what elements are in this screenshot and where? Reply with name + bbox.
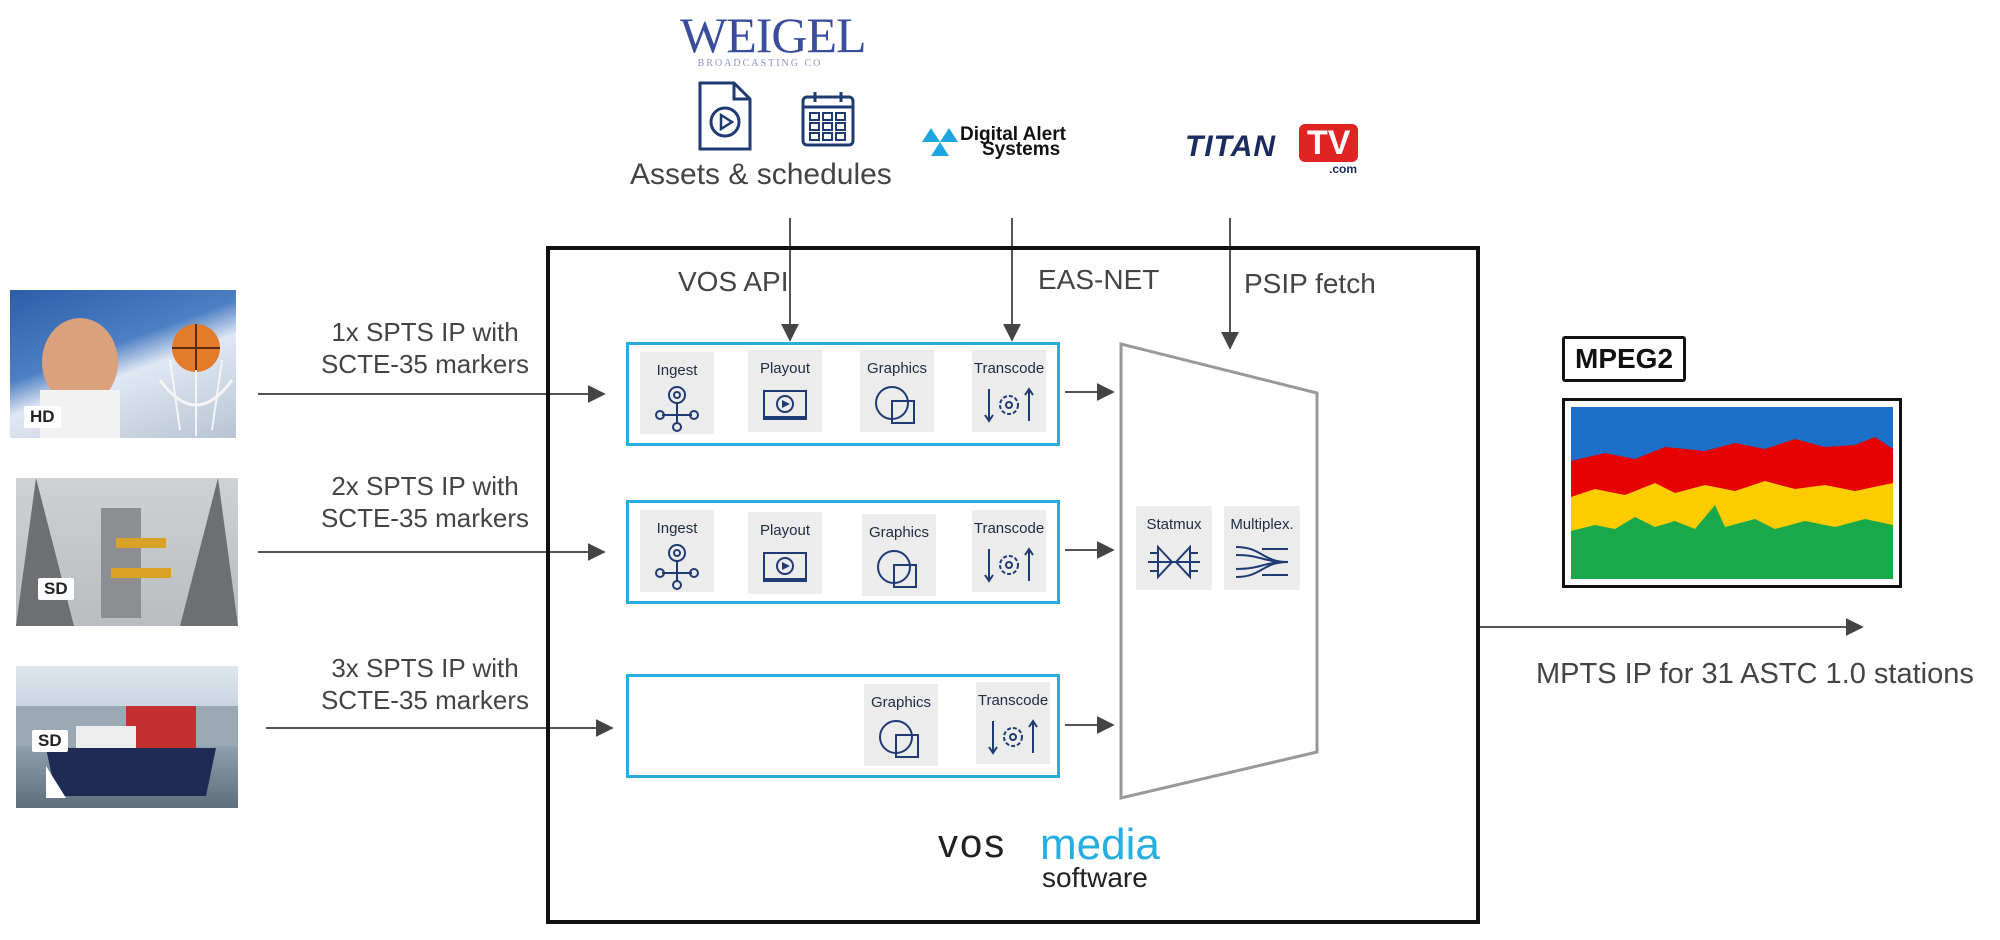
transcode-tile-3: Transcode — [976, 682, 1050, 764]
vos-logo-vos: VOS — [938, 822, 1007, 866]
ingest-icon — [655, 386, 699, 432]
calendar-icon — [800, 90, 856, 153]
sd-badge-1: SD — [38, 578, 74, 600]
weigel-logo: WEIGEL BROADCASTING CO — [680, 7, 867, 69]
statmux-tile: Statmux — [1136, 506, 1212, 590]
hd-badge: HD — [24, 406, 61, 428]
das-logo-line2: Systems — [982, 139, 1061, 160]
titan-tv-logo: TITAN TV .com — [1185, 124, 1365, 176]
transcode-icon — [988, 719, 1038, 755]
vos-media-logo: VOS media software — [938, 820, 1160, 893]
playout-icon — [763, 552, 807, 582]
titan-logo-com: .com — [1329, 162, 1358, 176]
input-label-2-line1: 2x SPTS IP with — [331, 471, 519, 501]
transcode-tile-label: Transcode — [977, 692, 1049, 709]
graphics-tile-1: Graphics — [860, 350, 934, 432]
graphics-icon — [879, 720, 919, 758]
das-logo-line1: Digital Alert — [960, 124, 1066, 145]
transcode-tile-1: Transcode — [972, 350, 1046, 432]
multiplex-label: Multiplex. — [1230, 516, 1294, 533]
input-label-2: 2x SPTS IP with SCTE-35 markers — [300, 470, 550, 534]
transcode-icon — [984, 387, 1034, 423]
playout-icon — [763, 390, 807, 420]
mpts-output-label: MPTS IP for 31 ASTC 1.0 stations — [1536, 658, 1974, 690]
vos-platform-frame — [546, 246, 1480, 924]
transcode-tile-label: Transcode — [973, 520, 1045, 537]
graphics-icon — [877, 550, 917, 588]
input-thumbnail-rocket: SD — [16, 478, 238, 626]
graphics-tile-2: Graphics — [862, 514, 936, 596]
multiplex-tile: Multiplex. — [1224, 506, 1300, 590]
input-label-1-line2: SCTE-35 markers — [320, 349, 530, 379]
transcode-icon — [984, 547, 1034, 583]
psip-fetch-label: PSIP fetch — [1244, 268, 1376, 299]
mpeg2-badge: MPEG2 — [1562, 336, 1687, 382]
input-label-1-line1: 1x SPTS IP with — [331, 317, 519, 347]
ingest-tile-label: Ingest — [656, 362, 698, 379]
titan-logo-tv: TV — [1299, 124, 1359, 162]
graphics-icon — [875, 386, 915, 424]
playout-tile-label: Playout — [759, 360, 811, 377]
graphics-tile-label: Graphics — [868, 524, 930, 541]
input-label-3-line1: 3x SPTS IP with — [331, 653, 519, 683]
input-label-3-line2: SCTE-35 markers — [320, 685, 530, 715]
assets-schedules-label: Assets & schedules — [630, 158, 892, 191]
ingest-icon — [655, 544, 699, 590]
graphics-tile-label: Graphics — [866, 360, 928, 377]
statmux-label: Statmux — [1146, 516, 1202, 533]
graphics-tile-label: Graphics — [870, 694, 932, 711]
input-thumbnail-basketball: HD — [10, 290, 236, 438]
playout-tile-2: Playout — [748, 512, 822, 594]
vos-api-label: VOS API — [678, 266, 789, 297]
input-label-2-line2: SCTE-35 markers — [320, 503, 530, 533]
statmux-icon — [1148, 544, 1200, 580]
ingest-tile-label: Ingest — [656, 520, 698, 537]
graphics-tile-3: Graphics — [864, 684, 938, 766]
playout-tile-1: Playout — [748, 350, 822, 432]
vos-logo-software: software — [1042, 862, 1148, 893]
mux-trapezoid — [1119, 342, 1319, 800]
weigel-logo-text: WEIGEL — [680, 7, 867, 63]
ingest-tile-1: Ingest — [640, 352, 714, 434]
input-label-1: 1x SPTS IP with SCTE-35 markers — [300, 316, 550, 380]
playout-tile-label: Playout — [759, 522, 811, 539]
eas-net-label: EAS-NET — [1038, 264, 1160, 295]
input-label-3: 3x SPTS IP with SCTE-35 markers — [300, 652, 550, 716]
transcode-tile-label: Transcode — [973, 360, 1045, 377]
input-thumbnail-ship: SD — [16, 666, 238, 808]
sd-badge-2: SD — [32, 730, 68, 752]
transcode-tile-2: Transcode — [972, 510, 1046, 592]
file-play-icon — [696, 80, 754, 157]
multiplex-icon — [1235, 546, 1289, 578]
vos-logo-media: media — [1040, 820, 1160, 869]
weigel-logo-sub: BROADCASTING CO — [697, 58, 823, 69]
mpts-bitrate-graph — [1562, 398, 1902, 588]
titan-logo-main: TITAN — [1185, 130, 1277, 163]
graph-green-band — [1571, 505, 1893, 579]
ingest-tile-2: Ingest — [640, 510, 714, 592]
